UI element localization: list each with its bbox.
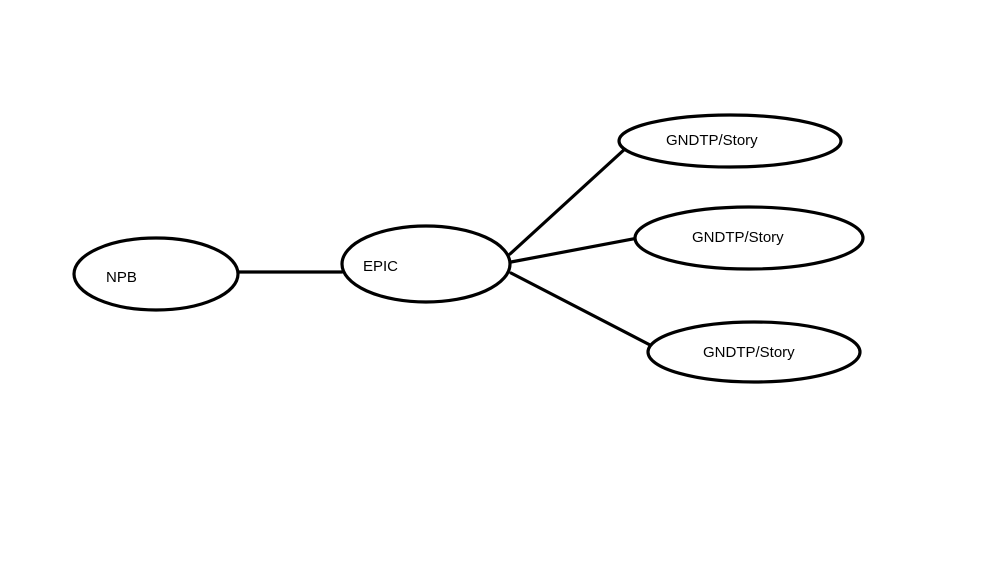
node-story-2-shape: [633, 205, 865, 271]
edge-epic-story1: [508, 146, 628, 256]
node-story-2: GNDTP/Story: [633, 205, 865, 271]
node-npb-label: NPB: [106, 269, 137, 286]
node-story-2-label: GNDTP/Story: [692, 229, 784, 246]
node-story-3-shape: [646, 320, 862, 384]
edges: [236, 146, 654, 348]
node-story-3-label: GNDTP/Story: [703, 344, 795, 361]
node-npb: NPB: [72, 236, 240, 312]
node-story-3: GNDTP/Story: [646, 320, 862, 384]
node-story-1-label: GNDTP/Story: [666, 132, 758, 149]
edge-epic-story3: [509, 271, 654, 348]
node-epic-shape: [340, 224, 512, 304]
node-story-1-shape: [617, 113, 843, 169]
node-epic-label: EPIC: [363, 258, 398, 275]
node-npb-shape: [72, 236, 240, 312]
node-story-1: GNDTP/Story: [617, 113, 843, 169]
edge-epic-story2: [509, 236, 640, 264]
node-epic: EPIC: [340, 224, 512, 304]
